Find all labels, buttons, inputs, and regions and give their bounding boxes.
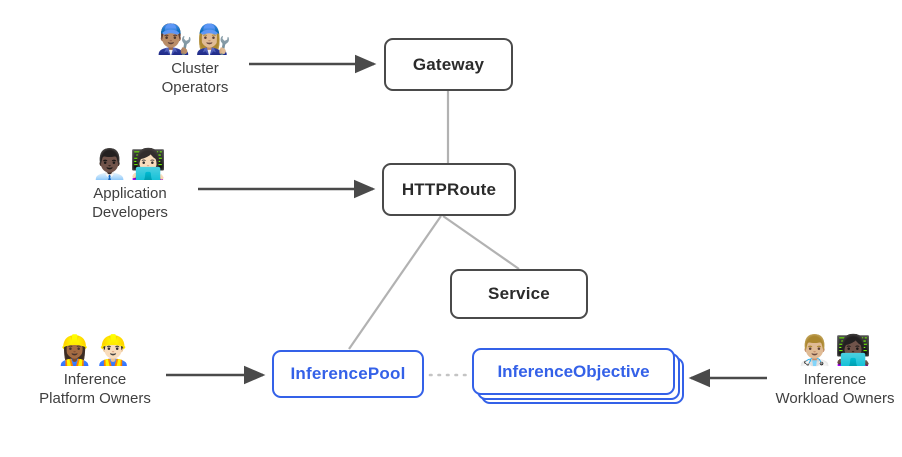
application-developers-avatar-icon: 👨🏿‍💼👩🏻‍💻 (91, 147, 169, 181)
node-httproute[interactable]: HTTPRoute (382, 163, 516, 216)
inference-workload-owners-label-line1: Inference (803, 371, 867, 388)
application-developers-label-line1: Application (93, 185, 167, 202)
actor-inference-platform-owners: 👷🏾‍♀️👷🏻‍♂️ Inference Platform Owners (0, 333, 190, 408)
application-developers-label-line2: Developers (92, 204, 168, 221)
application-developers-label: Application Developers (35, 184, 225, 222)
node-inferencepool[interactable]: InferencePool (272, 350, 424, 398)
cluster-operators-label-line2: Operators (161, 79, 229, 96)
edge-httproute-service (442, 215, 520, 270)
inference-platform-owners-label-line1: Inference (63, 371, 127, 388)
cluster-operators-label: Cluster Operators (100, 59, 290, 97)
edge-httproute-inferencepool (348, 215, 442, 350)
inference-workload-owners-label: Inference Workload Owners (740, 370, 902, 408)
actor-cluster-operators: 👨🏽‍🔧👩🏼‍🔧 Cluster Operators (100, 22, 290, 97)
inference-platform-owners-avatar-icon: 👷🏾‍♀️👷🏻‍♂️ (56, 333, 134, 367)
cluster-operators-avatar-icon: 👨🏽‍🔧👩🏼‍🔧 (156, 22, 234, 56)
actor-application-developers: 👨🏿‍💼👩🏻‍💻 Application Developers (35, 147, 225, 222)
node-gateway[interactable]: Gateway (384, 38, 513, 91)
inference-workload-owners-label-line2: Workload Owners (775, 390, 895, 407)
actor-inference-workload-owners: 👨🏼‍⚕️👩🏿‍💻 Inference Workload Owners (740, 333, 902, 408)
inference-platform-owners-label-line2: Platform Owners (39, 390, 151, 407)
cluster-operators-label-line1: Cluster (171, 60, 219, 77)
inference-workload-owners-avatar-icon: 👨🏼‍⚕️👩🏿‍💻 (796, 333, 874, 367)
inference-platform-owners-label: Inference Platform Owners (0, 370, 190, 408)
node-inferenceobjective-stack[interactable]: InferenceObjective (472, 348, 684, 404)
node-inferenceobjective[interactable]: InferenceObjective (472, 348, 675, 395)
node-service[interactable]: Service (450, 269, 588, 319)
